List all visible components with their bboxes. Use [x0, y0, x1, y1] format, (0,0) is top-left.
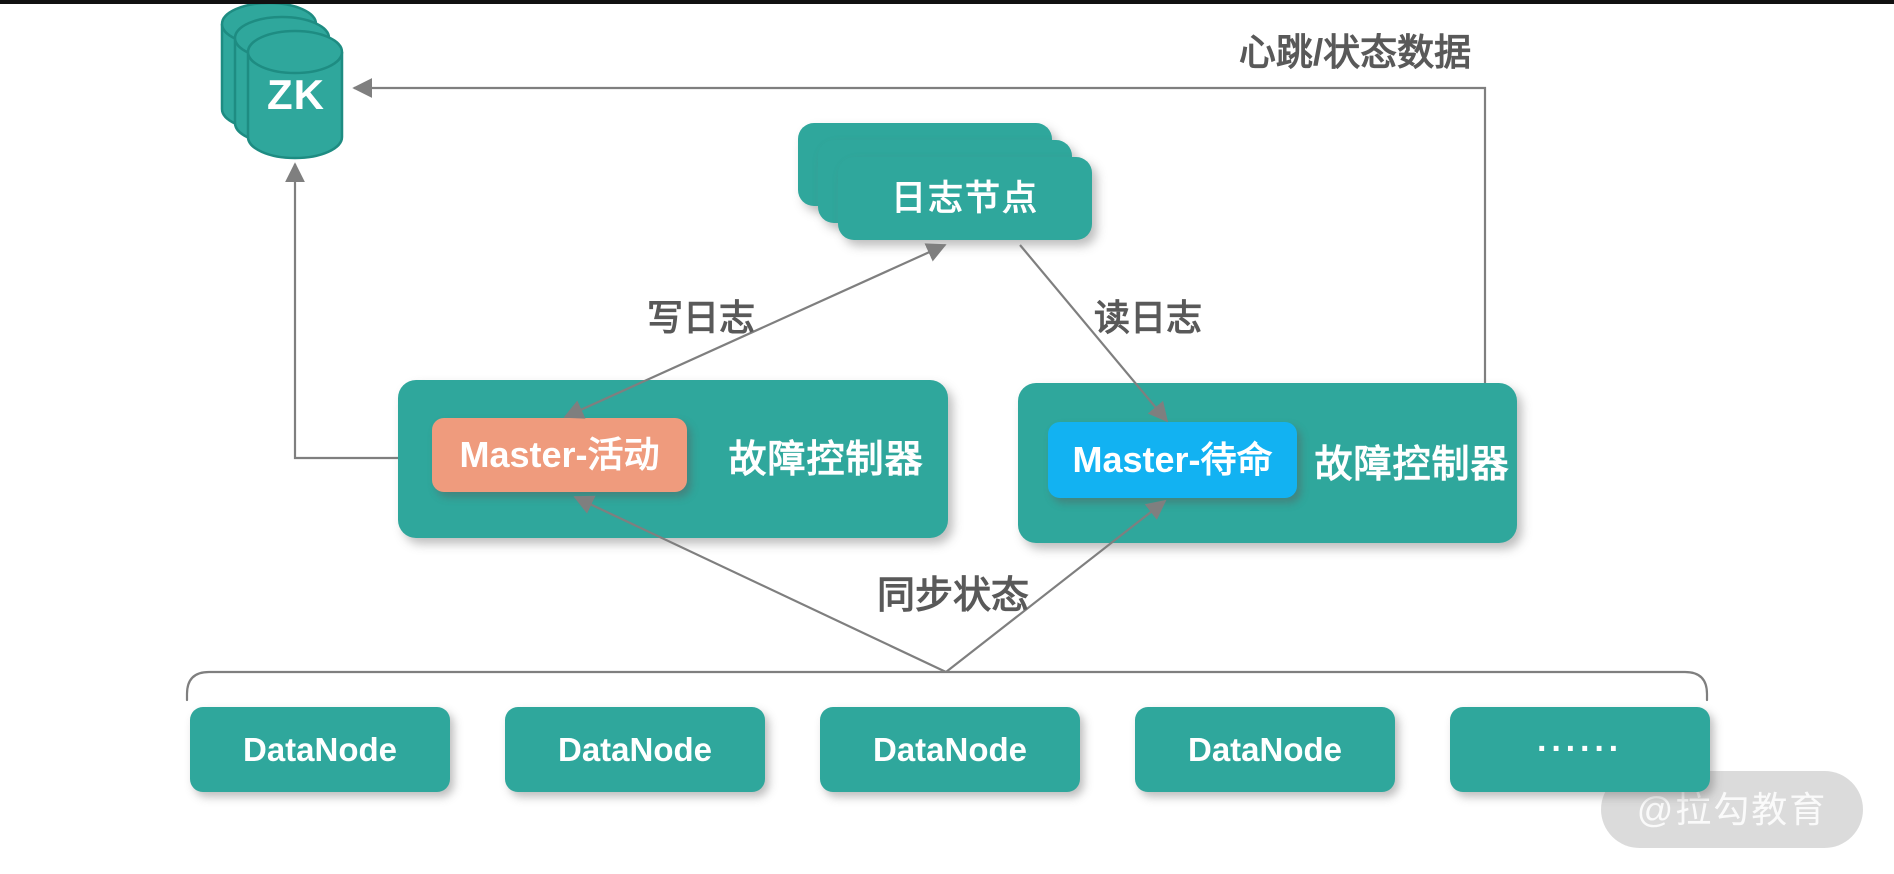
top-border-line [0, 0, 1894, 4]
datanode-ellipsis-box: ······ [1450, 707, 1710, 792]
datanode-box-1: DataNode [190, 707, 450, 792]
master-active-badge: Master-活动 [432, 418, 687, 492]
read-log-label: 读日志 [1093, 297, 1202, 338]
sync-state-label: 同步状态 [876, 575, 1029, 617]
failover-controller-standby-box: Master-待命 故障控制器 [1018, 383, 1517, 543]
watermark-text: @拉勾教育 [1636, 789, 1828, 830]
zk-label: ZK [267, 71, 325, 118]
heartbeat-label: 心跳/状态数据 [1238, 32, 1472, 73]
journal-node-box-front: 日志节点 [838, 157, 1092, 240]
datanode-box-3: DataNode [820, 707, 1080, 792]
datanode-group-bracket [185, 670, 1709, 702]
failover-controller-active-box: Master-活动 故障控制器 [398, 380, 948, 538]
journal-node-label: 日志节点 [890, 179, 1039, 218]
write-log-label: 写日志 [646, 297, 755, 338]
datanode-box-4: DataNode [1135, 707, 1395, 792]
master-standby-badge: Master-待命 [1048, 422, 1297, 498]
journal-node-stack: 日志节点 [798, 123, 1092, 240]
edge-active-to-zk-line [285, 162, 398, 460]
datanode-box-2: DataNode [505, 707, 765, 792]
watermark-capsule: @拉勾教育 [1601, 771, 1863, 848]
failover-controller-standby-label: 故障控制器 [1314, 444, 1510, 486]
failover-controller-active-label: 故障控制器 [728, 439, 924, 481]
